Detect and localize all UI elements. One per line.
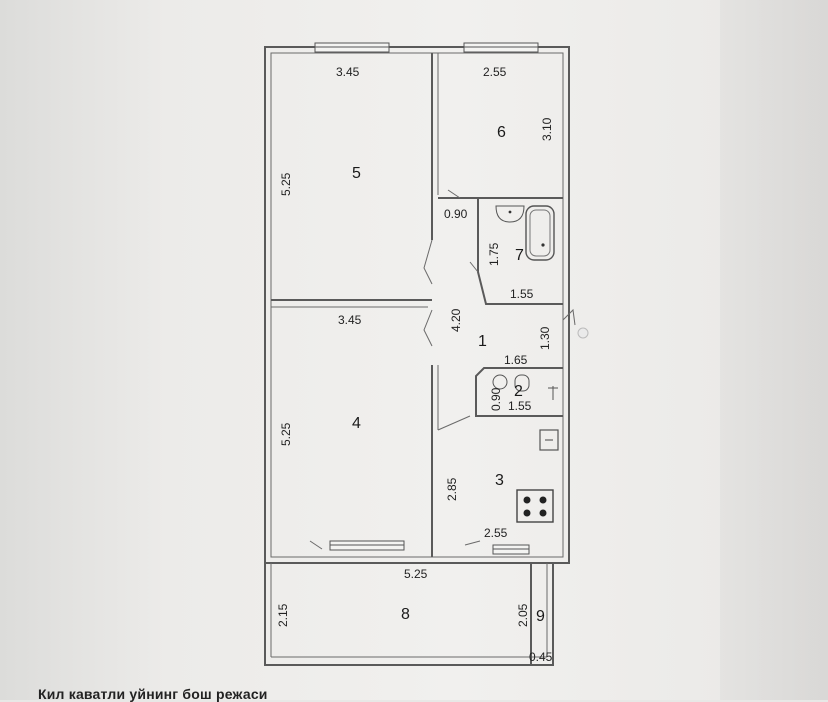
- toilet: [492, 374, 508, 390]
- washbasin: [495, 205, 525, 223]
- outer-wall: [264, 46, 570, 564]
- dim-corridor-165: 1.65: [504, 353, 528, 367]
- balcony-door: [309, 540, 323, 550]
- room-number-8: 8: [401, 606, 410, 623]
- fixtures: [492, 205, 559, 523]
- dim-room-6-width: 2.55: [483, 65, 507, 79]
- dim-room-2-090: 0.90: [489, 387, 503, 411]
- dim-room-7-width: 1.55: [510, 287, 534, 301]
- room-number-9: 9: [536, 608, 545, 625]
- door-room-4: [423, 309, 433, 347]
- balcony-outline: [264, 563, 554, 666]
- door-swings: [309, 189, 589, 550]
- room-number-4: 4: [352, 415, 361, 432]
- room-number-2: 2: [514, 383, 523, 400]
- room-number-5: 5: [352, 165, 361, 182]
- dim-room-7-length: 1.75: [487, 242, 501, 266]
- door-room-5: [423, 239, 433, 285]
- windows: [314, 42, 539, 555]
- room-number-7: 7: [515, 247, 524, 264]
- dim-room-4-length: 5.25: [279, 422, 293, 446]
- room-number-3: 3: [495, 472, 504, 489]
- dim-room-9-width: 0.45: [529, 650, 553, 664]
- kitchen-sink: [539, 429, 559, 451]
- dim-corridor-length: 4.20: [449, 308, 463, 332]
- toilet-sink: [514, 374, 530, 392]
- bathtub: [525, 205, 555, 261]
- dim-door-090: 0.90: [444, 207, 468, 221]
- entrance-glare: [577, 327, 589, 339]
- dim-room-9-length: 2.05: [516, 603, 530, 627]
- room-number-1: 1: [478, 333, 487, 350]
- wall-room-7: [477, 198, 563, 305]
- room-numbers: 5 6 7 1 2 4 3 8 9: [352, 124, 545, 625]
- balcony-door-2: [464, 540, 481, 546]
- dim-corridor-130: 1.30: [538, 326, 552, 350]
- door-room-6: [447, 189, 461, 199]
- paper-edge-shadow: [720, 0, 828, 700]
- dim-room-2-width: 1.55: [508, 399, 532, 413]
- wall-room-2: [475, 367, 563, 417]
- dim-room-5-width: 3.45: [336, 65, 360, 79]
- room-number-6: 6: [497, 124, 506, 141]
- balcony: [264, 563, 554, 666]
- dim-room-3-width: 2.55: [484, 526, 508, 540]
- plan-caption: Кил каватли уйнинг бош режаси: [38, 686, 268, 702]
- dim-balcony-length: 5.25: [404, 567, 428, 581]
- entrance-door: [562, 308, 576, 326]
- dim-room-6-length: 3.10: [540, 117, 554, 141]
- dim-room-3-length: 2.85: [445, 477, 459, 501]
- dim-room-5-length: 5.25: [279, 172, 293, 196]
- stove-icon: [516, 489, 554, 523]
- dim-room-4-width: 3.45: [338, 313, 362, 327]
- dim-balcony-width: 2.15: [276, 603, 290, 627]
- dimension-labels: 3.45 2.55 0.90 1.55 3.45 1.65 1.55 2.55 …: [276, 65, 554, 664]
- door-room-7: [469, 261, 479, 273]
- door-room-3: [437, 415, 471, 431]
- interior-walls: [271, 53, 563, 557]
